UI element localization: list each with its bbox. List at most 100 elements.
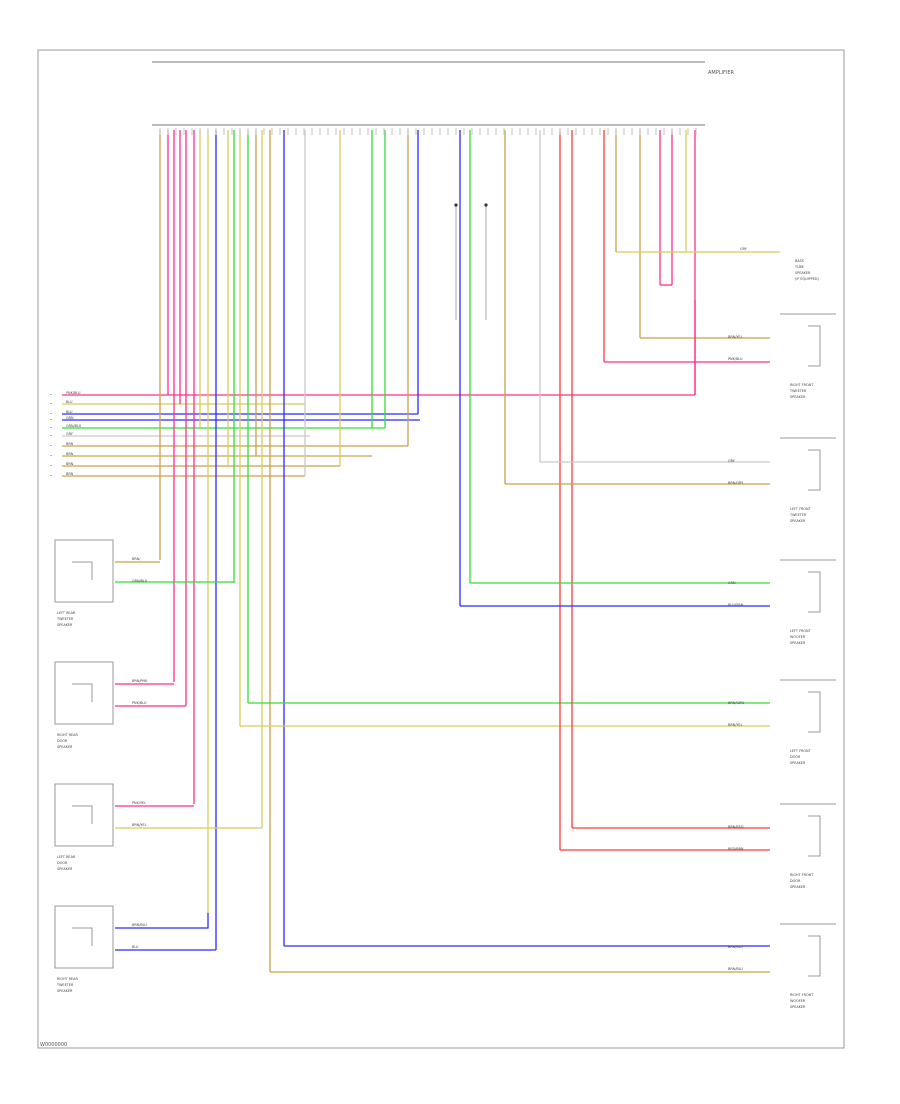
bus-label: BRN [66,442,74,446]
wire-color-label: BRN/YEL [728,723,743,727]
component-name-line: SPEAKER [795,271,811,275]
right-front-tweeter: BRN/YEL PNK/BLU RIGHT FRONT TWEETER SPEAKER [728,313,836,399]
bus-pin: • [50,402,52,406]
component-name-line: SPEAKER [790,641,806,645]
speaker-symbol [808,691,821,733]
component-name-line: TWEETER [789,513,807,517]
component-name-line: SPEAKER [57,745,73,749]
speaker-symbol [808,325,821,367]
speaker-symbol [72,805,93,824]
component-name-line: SPEAKER [790,761,806,765]
wire-color-label: BRN/BLU [132,923,147,927]
bus-pin: • [50,454,52,458]
bus-pin: • [50,412,52,416]
component-name-line: RIGHT FRONT [790,993,814,997]
component-name-line: SPEAKER [57,867,73,871]
bus-label: BLU [66,410,73,414]
component-name-line: RIGHT FRONT [790,383,814,387]
bus-label: GRY [66,432,74,436]
bus-label: GRN [66,416,74,420]
component-name-line: SPEAKER [57,989,73,993]
bus-label: BRN [66,472,74,476]
right-rear-door-speaker: RIGHT REAR DOOR SPEAKER BRN/PNK PNK/BLU [54,661,148,749]
left-front-door-speaker: BRN/GRN BRN/YEL LEFT FRONT DOOR SPEAKER [728,679,836,765]
component-name-line: SPEAKER [790,395,806,399]
wire-color-label: PNK/BLU [132,701,147,705]
component-name-line: WOOFER [790,635,806,639]
splice-dot [484,203,488,207]
wire-color-label: BRN/GRY [728,481,744,485]
wire-color-label: BRN/RED [728,825,744,829]
bus-pin: • [50,444,52,448]
component-name-line: SPEAKER [790,519,806,523]
wire-color-label: PNK/YEL [132,801,146,805]
components: LEFT REAR TWEETER SPEAKER BRN/GRN/BLU RIGHT … [54,247,836,1009]
wires [62,130,780,973]
component-name-line: DOOR [790,879,801,883]
component-box [54,905,114,969]
bus-pin: • [50,434,52,438]
component-name-line: LEFT REAR [57,855,76,859]
component-name-line: (IF EQUIPPED) [795,277,819,281]
component-name-line: SPEAKER [790,885,806,889]
wire-color-label: BRN/ [132,557,141,561]
wire-color-label: PNK/BLU [728,357,743,361]
component-name-line: RIGHT FRONT [790,873,814,877]
wire-labels: PNK/BLU • BLU • BLU • GRN • GRN/BLU • GRY • BRN • BRN •… [50,128,697,478]
component-box [54,661,114,725]
outer-border [37,49,845,1049]
wire-color-label: GRY [728,459,736,463]
amplifier-label: AMPLIFIER [708,70,735,76]
wire-color-label: BRN/YEL [728,335,743,339]
bus-label: PNK/BLU [66,391,81,395]
component-name-line: SPEAKER [57,623,73,627]
component-name-line: LEFT FRONT [790,629,812,633]
component-name-line: LEFT REAR [57,611,76,615]
bus-pin: • [50,426,52,430]
diagram-frame: AMPLIFIER W0000000 [37,49,845,1049]
right-front-woofer: BRN/BLU BRN/BLU RIGHT FRONT WOOFER SPEAKER [728,923,836,1009]
bus-label: GRN/BLU [66,424,82,428]
speaker-symbol [72,683,93,702]
speaker-symbol [808,935,821,977]
wire-rrt-1 [115,913,209,929]
wire-color-label: BRN/BLU [728,967,743,971]
wire-color-label: BRN/BLU [728,945,743,949]
bus-label: BRN [66,452,74,456]
footer-code: W0000000 [40,1042,67,1048]
component-name-line: DOOR [57,861,68,865]
component-box [54,539,114,603]
bus-label: BLU [66,400,73,404]
wire-color-label: GRN [728,581,736,585]
speaker-symbol [808,449,821,491]
bus-label: BRN [66,462,74,466]
component-name-line: WOOFER [790,999,806,1003]
component-name-line: DOOR [790,755,801,759]
component-name-line: SPEAKER [790,1005,806,1009]
component-name-line: RIGHT REAR [57,733,78,737]
component-name-line: RIGHT REAR [57,977,78,981]
component-name-line: TUBE [794,265,804,269]
component-name-line: LEFT FRONT [790,749,812,753]
wire-color-label: GRN/BLU [132,579,148,583]
wire-color-label: BRN/GRN [728,701,744,705]
bus-pin: • [50,474,52,478]
wire-color-label: BRN/PNK [132,679,148,683]
bus-pin: • [50,393,52,397]
speaker-symbol [808,571,821,613]
speaker-symbol [72,561,93,580]
bus-pin: • [50,464,52,468]
component-name-line: DOOR [57,739,68,743]
bus-pin: • [50,418,52,422]
wire-color-label: BLU [132,945,139,949]
component-name-line: TWEETER [789,389,807,393]
speaker-symbol [72,927,93,946]
